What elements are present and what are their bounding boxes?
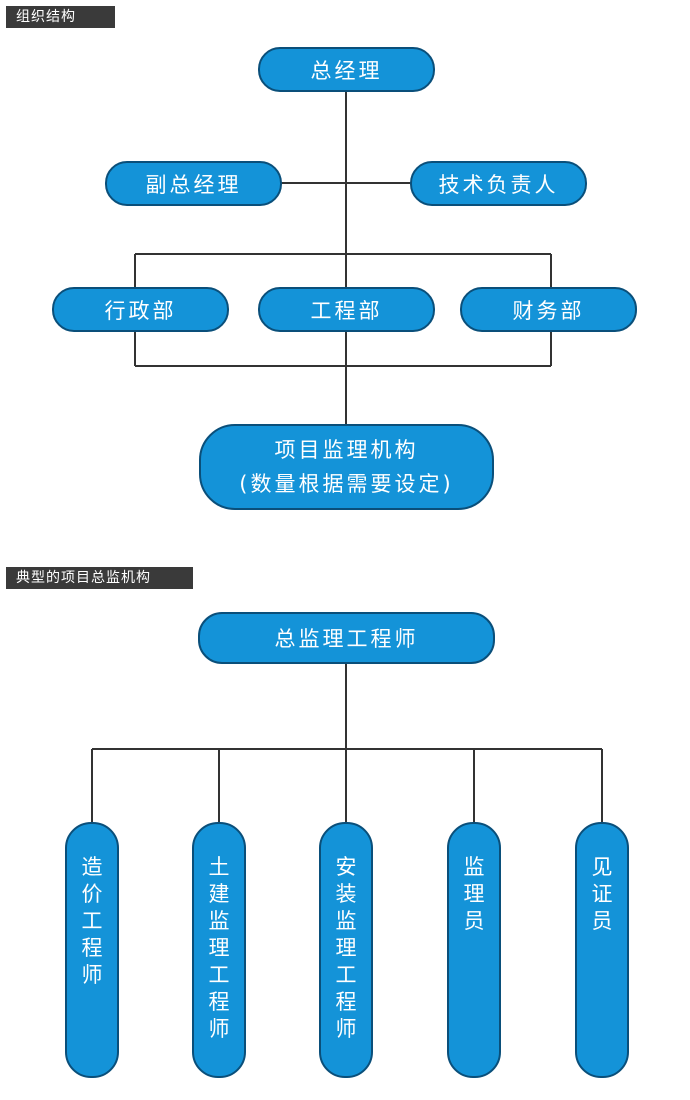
node-label: 土 建 监 理 工 程 师 — [208, 855, 230, 1041]
node-admin-dept: 行政部 — [52, 287, 229, 332]
node-label: 行政部 — [104, 298, 177, 323]
node-project-supervision: 项目监理机构 (数量根据需要设定) — [199, 424, 494, 510]
node-label: 见 证 员 — [591, 855, 613, 933]
node-label: 技术负责人 — [438, 172, 559, 197]
node-label: 总经理 — [310, 58, 383, 83]
node-chief-engineer: 总监理工程师 — [198, 612, 495, 664]
node-supervisor: 监 理 员 — [447, 822, 501, 1078]
node-witness: 见 证 员 — [575, 822, 629, 1078]
node-install-engineer: 安 装 监 理 工 程 师 — [319, 822, 373, 1078]
node-label-line1: 项目监理机构 — [274, 438, 419, 462]
section-title-org-structure: 组织结构 — [6, 6, 115, 28]
node-engineering-dept: 工程部 — [258, 287, 435, 332]
node-label: 安 装 监 理 工 程 师 — [335, 855, 357, 1041]
section-title-typical-structure: 典型的项目总监机构 — [6, 567, 193, 589]
node-deputy-manager: 副总经理 — [105, 161, 282, 206]
node-civil-engineer: 土 建 监 理 工 程 师 — [192, 822, 246, 1078]
node-label-line2: (数量根据需要设定) — [239, 472, 454, 496]
node-technical-lead: 技术负责人 — [410, 161, 587, 206]
node-label: 工程部 — [310, 298, 383, 323]
node-general-manager: 总经理 — [258, 47, 435, 92]
node-label: 财务部 — [512, 298, 585, 323]
node-cost-engineer: 造 价 工 程 师 — [65, 822, 119, 1078]
node-label: 总监理工程师 — [274, 627, 419, 651]
node-finance-dept: 财务部 — [460, 287, 637, 332]
node-label: 造 价 工 程 师 — [81, 855, 103, 987]
node-label: 监 理 员 — [463, 855, 485, 933]
node-label: 副总经理 — [145, 172, 242, 197]
